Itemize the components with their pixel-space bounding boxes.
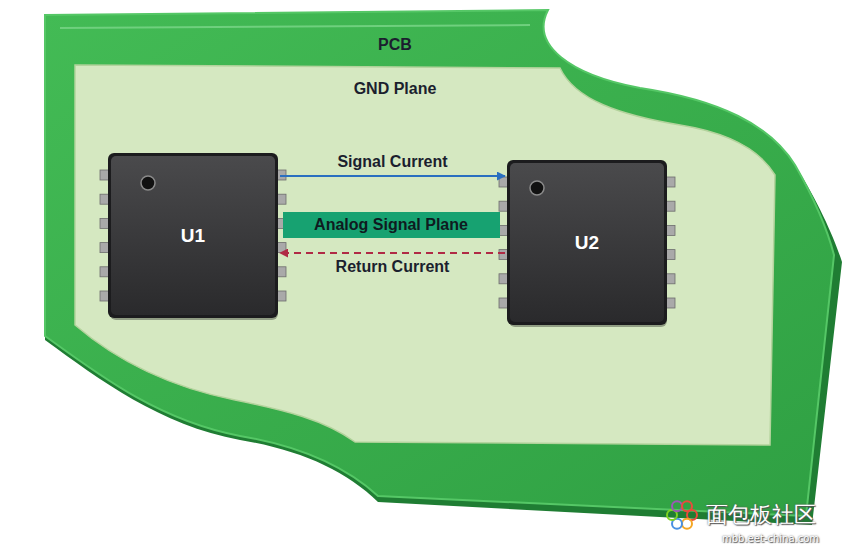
current-label: Return Current bbox=[336, 258, 450, 276]
chip-label: U1 bbox=[181, 225, 205, 247]
plane-label: GND Plane bbox=[295, 80, 495, 98]
current-label: Signal Current bbox=[337, 153, 447, 171]
watermark-text: 面包板社区 bbox=[706, 500, 816, 530]
current-arrow bbox=[280, 175, 505, 177]
watermark-icon bbox=[664, 497, 700, 533]
band-label: Analog Signal Plane bbox=[314, 216, 468, 234]
ic-chip: U1 bbox=[108, 153, 278, 318]
chip-label: U2 bbox=[575, 232, 599, 254]
current-arrow bbox=[280, 252, 505, 254]
signal-plane-band: Analog Signal Plane bbox=[283, 212, 500, 238]
board-label: PCB bbox=[295, 36, 495, 54]
watermark-text: mbb.eet-china.com bbox=[722, 533, 819, 544]
ic-chip: U2 bbox=[507, 160, 667, 325]
